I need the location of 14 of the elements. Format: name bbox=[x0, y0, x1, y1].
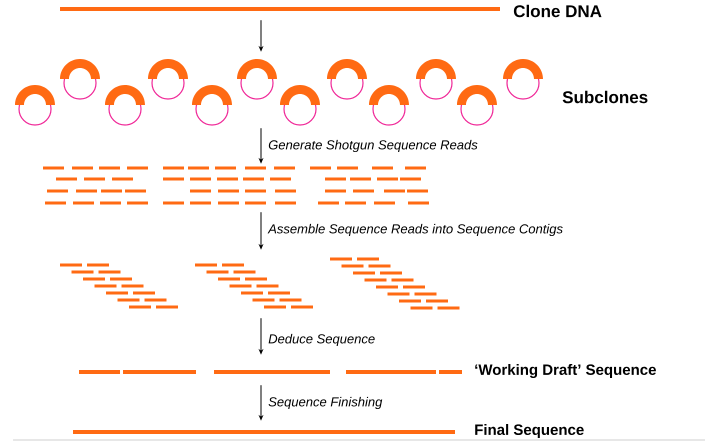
edge-label: Sequence Finishing bbox=[267, 396, 384, 410]
stage-label: Subclones bbox=[562, 90, 648, 104]
edge-label: Assemble Sequence Reads into Sequence Contigs bbox=[267, 222, 564, 238]
shotgun-reads-drawing bbox=[43, 166, 429, 204]
stage-label: ‘Working Draft’ Sequence bbox=[475, 364, 656, 378]
subclones-drawing bbox=[15, 59, 543, 126]
edge-label: Generate Shotgun Sequence Reads bbox=[267, 138, 479, 154]
final-sequence-drawing bbox=[73, 430, 455, 434]
stage-label: Final Sequence bbox=[475, 424, 584, 438]
working-draft-drawing bbox=[79, 370, 462, 374]
stage-label: Clone DNA bbox=[514, 4, 602, 18]
edge-label: Deduce Sequence bbox=[267, 332, 376, 348]
contigs-drawing bbox=[60, 258, 460, 310]
clone-dna-drawing bbox=[60, 7, 500, 11]
